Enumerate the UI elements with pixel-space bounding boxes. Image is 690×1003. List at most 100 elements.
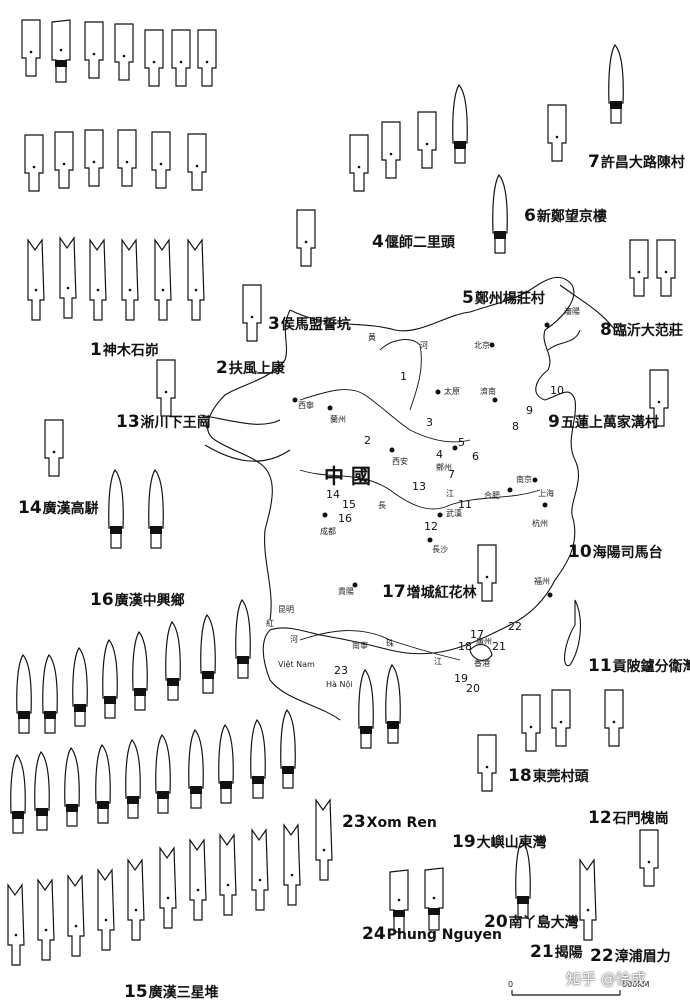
map-site-number: 18 [458,640,472,653]
site-name: 新鄭望京樓 [537,209,607,225]
site-number: 13 [116,412,140,432]
city-name: 瀋陽 [564,306,580,317]
site-label-9: 9五蓮上萬家溝村 [548,412,659,432]
site-label-15: 15廣漢三星堆 [124,982,219,1002]
site-label-12: 12石門槐崗 [588,808,669,828]
site-label-5: 5鄭州楊莊村 [462,288,545,308]
map-site-number: 15 [342,498,356,511]
site-name: 石門槐崗 [613,811,669,827]
site-name: 侯馬盟誓坑 [281,317,351,333]
map-site-number: 22 [508,620,522,633]
city-name: 杭州 [532,518,548,529]
city-name: 上海 [538,488,554,499]
site-label-22: 22漳浦眉力 [590,946,671,966]
city-name: 南寧 [352,640,368,651]
river-name: 珠 [386,638,394,649]
city-name: 成都 [320,526,336,537]
city-name: 南京 [516,474,532,485]
city-name: 合肥 [484,490,500,501]
site-number: 2 [216,358,228,378]
river-name: 江 [434,656,442,667]
city-name: 福州 [534,576,550,587]
site-name: Xom Ren [367,815,437,831]
site-name: 增城紅花林 [407,585,477,601]
map-site-number: 2 [364,434,371,447]
site-name: 大嶼山東灣 [477,835,547,851]
site-label-11: 11貢陂鑪分衛灣 [588,656,690,676]
river-name: 河 [420,340,428,351]
site-name: 神木石峁 [103,343,159,359]
site-label-13: 13淅川下王崗 [116,412,211,432]
site-label-16: 16廣漢中興鄉 [90,590,185,610]
site-label-23: 23Xom Ren [342,812,437,832]
city-name: 濟南 [480,386,496,397]
river-name: 黃 [368,332,376,343]
map-site-number: 8 [512,420,519,433]
site-label-10: 10海陽司馬台 [568,542,663,562]
site-number: 21 [530,942,554,962]
city-name: 香港 [474,658,490,669]
site-name: 廣漢三星堆 [149,985,219,1001]
site-number: 22 [590,946,614,966]
site-name: 廣漢高駢 [43,501,99,517]
city-name: 昆明 [278,604,294,615]
scale-zero: 0 [508,980,513,989]
city-name: Việt Nam [278,660,315,669]
map-site-number: 6 [472,450,479,463]
map-site-number: 21 [492,640,506,653]
map-site-number: 3 [426,416,433,429]
site-number: 5 [462,288,474,308]
artifacts-sites-2-7 [243,45,675,426]
map-site-number: 1 [400,370,407,383]
site-name: 鄭州楊莊村 [475,291,545,307]
map-site-number: 5 [458,436,465,449]
site-name: 偃師二里頭 [385,235,455,251]
site-label-24: 24Phung Nguyen [362,924,502,944]
site-label-2: 2扶風上康 [216,358,285,378]
map-site-number: 10 [550,384,564,397]
site-number: 19 [452,832,476,852]
map-site-number: 12 [424,520,438,533]
site-number: 14 [18,498,42,518]
site-number: 4 [372,232,384,252]
site-number: 11 [588,656,612,676]
site-number: 12 [588,808,612,828]
city-name: 長沙 [432,544,448,555]
map-site-number: 4 [436,448,443,461]
map-site-number: 23 [334,664,348,677]
site-label-18: 18東莞村頭 [508,766,589,786]
artifacts-sites-17-24 [359,545,658,940]
artifacts-sites-13-16 [45,360,175,548]
site-label-7: 7許昌大路陳村 [588,152,685,172]
map-site-number: 7 [448,468,455,481]
site-number: 3 [268,314,280,334]
city-name: 太原 [444,386,460,397]
site-label-21: 21揭陽 [530,942,583,962]
country-label: 中 國 [324,460,371,489]
site-name: 五蓮上萬家溝村 [561,415,659,431]
site-number: 8 [600,320,612,340]
map-site-number: 11 [458,498,472,511]
watermark: 知乎 @徐成 [566,968,646,989]
map-site-number: 16 [338,512,352,525]
site-number: 24 [362,924,386,944]
city-name: 西寧 [298,400,314,411]
city-name: 蘭州 [330,414,346,425]
city-name: Hà Nội [326,680,353,689]
river-name: 紅 [266,618,274,629]
site-label-1: 1神木石峁 [90,340,159,360]
site-number: 1 [90,340,102,360]
site-name: Phung Nguyen [387,927,502,943]
site-name: 東莞村頭 [533,769,589,785]
site-number: 6 [524,206,536,226]
site-name: 漳浦眉力 [615,949,671,965]
city-name: 西安 [392,456,408,467]
map-site-number: 9 [526,404,533,417]
site-label-14: 14廣漢高駢 [18,498,99,518]
site-name: 揭陽 [555,945,583,961]
site-number: 7 [588,152,600,172]
artifacts-site-15 [8,600,332,965]
site-name: 貢陂鑪分衛灣 [613,659,690,675]
site-name: 扶風上康 [229,361,285,377]
site-number: 9 [548,412,560,432]
